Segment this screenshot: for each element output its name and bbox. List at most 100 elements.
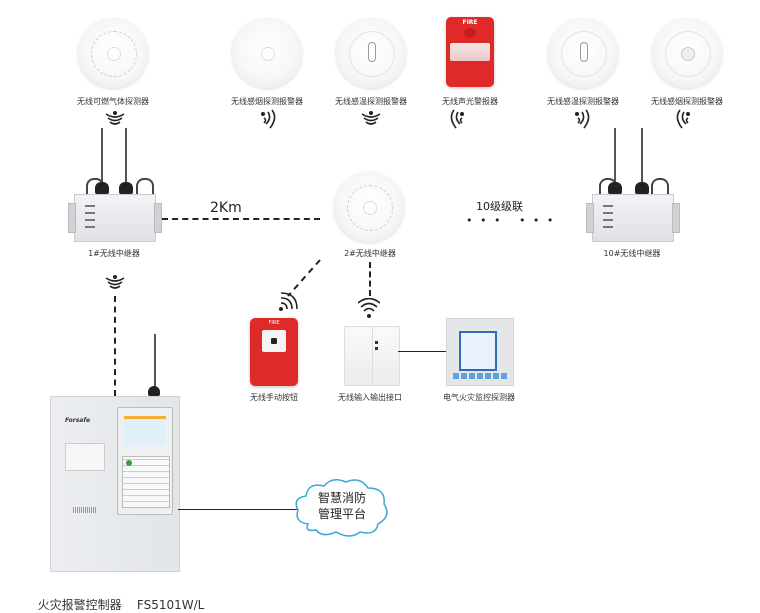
status-led — [85, 212, 95, 214]
status-led — [603, 205, 613, 207]
antenna-base — [119, 182, 133, 194]
cloud-line-1: 智慧消防 — [317, 491, 366, 505]
antenna-base — [635, 182, 649, 194]
sensor-icon — [681, 47, 695, 61]
device-label: 无线感烟探测报警器 — [651, 97, 723, 106]
detector-ring — [664, 30, 712, 78]
controller-brand: Forsafe — [65, 417, 91, 424]
antenna — [125, 128, 127, 184]
wireless-signal-icon — [105, 111, 125, 125]
detector-ring — [560, 30, 608, 78]
thermometer-icon — [368, 41, 376, 62]
antenna-cable — [651, 178, 669, 202]
repeater-label: 10#无线中继器 — [603, 249, 661, 258]
manual-call-point-device: FIRE — [250, 318, 298, 386]
monitor-screen — [459, 331, 497, 371]
push-button-icon — [271, 338, 277, 344]
device-label: 无线感烟探测报警器 — [231, 97, 303, 106]
antenna — [614, 128, 616, 184]
device-label: 无线感温探测报警器 — [335, 97, 407, 106]
mount-ear — [68, 203, 76, 233]
wireless-signal-icon — [361, 111, 381, 125]
repeater-1-device — [68, 194, 162, 242]
push-button-window — [262, 330, 286, 352]
strobe-lens — [450, 43, 490, 61]
smoke-detector-device — [232, 18, 302, 88]
cloud-icon — [295, 479, 388, 537]
sensor-icon — [363, 201, 377, 215]
link-line-repeater2-button — [287, 259, 321, 297]
status-led — [603, 212, 613, 214]
device-label: 无线输入输出接口 — [338, 393, 402, 402]
speaker-icon — [464, 28, 476, 38]
mount-ear — [586, 203, 594, 233]
status-led — [603, 226, 613, 228]
device-label: 无线手动按钮 — [250, 393, 298, 402]
mount-ear — [154, 203, 162, 233]
device-label: 电气火灾监控探测器 — [443, 393, 515, 402]
status-led — [375, 347, 378, 350]
wireless-signal-icon — [450, 109, 464, 129]
sound-light-alarm-device: FIRE — [446, 17, 494, 87]
power-key-icon — [126, 460, 132, 466]
mount-ear — [672, 203, 680, 233]
status-led — [603, 219, 613, 221]
heat-detector-device — [548, 18, 618, 88]
lcd-screen — [124, 416, 166, 445]
device-label: 无线感温探测报警器 — [547, 97, 619, 106]
antenna — [101, 128, 103, 184]
cascade-dots: • • • • • • — [466, 214, 556, 227]
smoke-detector-device — [652, 18, 722, 88]
wireless-signal-icon — [575, 109, 590, 129]
antenna-base — [95, 182, 109, 194]
speaker-grille — [73, 507, 97, 513]
repeater-2-device — [334, 172, 404, 242]
antenna-cable — [136, 178, 154, 202]
antenna-base — [148, 386, 160, 396]
wireless-signal-icon — [279, 292, 298, 311]
antenna — [641, 128, 643, 184]
gas-detector-device — [78, 18, 148, 88]
status-led — [85, 205, 95, 207]
status-led — [375, 341, 378, 344]
cascade-label: 10级级联 — [476, 200, 523, 213]
repeater-label: 1#无线中继器 — [88, 249, 140, 258]
controller-name: 火灾报警控制器 — [37, 598, 122, 612]
link-line-repeater1-controller — [114, 296, 116, 396]
sensor-icon — [261, 47, 275, 61]
electrical-fire-monitor-device — [446, 318, 514, 386]
repeater-10-device — [586, 194, 680, 242]
detector-ring — [346, 184, 394, 232]
cloud-line-2: 管理平台 — [317, 507, 366, 521]
antenna-base — [608, 182, 622, 194]
keypad — [122, 456, 170, 508]
detector-ring — [348, 30, 396, 78]
cloud-label: 智慧消防 管理平台 — [308, 490, 376, 522]
io-interface-device — [344, 326, 400, 386]
fire-badge: FIRE — [462, 19, 478, 26]
heat-detector-device — [336, 18, 406, 88]
fire-badge: FIRE — [268, 320, 280, 326]
controller-model: FS5101W/L — [136, 598, 205, 612]
detector-ring — [90, 30, 138, 78]
printer-slot — [65, 443, 105, 471]
sensor-icon — [107, 47, 121, 61]
link-line-io-monitor — [398, 351, 446, 352]
link-line-2km — [162, 218, 320, 220]
wireless-signal-icon — [105, 275, 125, 289]
link-line-controller-cloud — [178, 509, 298, 510]
device-label: 无线可燃气体探测器 — [77, 97, 149, 106]
control-panel — [117, 407, 173, 515]
status-led — [85, 226, 95, 228]
wireless-signal-icon — [676, 109, 690, 129]
wireless-signal-icon — [261, 109, 276, 129]
wireless-signal-icon — [358, 298, 380, 318]
distance-label: 2Km — [210, 200, 242, 216]
divider — [372, 327, 373, 385]
status-led — [85, 219, 95, 221]
link-line-repeater2-io — [369, 262, 371, 296]
controller-label: 火灾报警控制器 FS5101W/L — [30, 582, 205, 613]
antenna — [154, 334, 156, 392]
thermometer-icon — [580, 41, 588, 62]
device-label: 无线声光警报器 — [442, 97, 498, 106]
